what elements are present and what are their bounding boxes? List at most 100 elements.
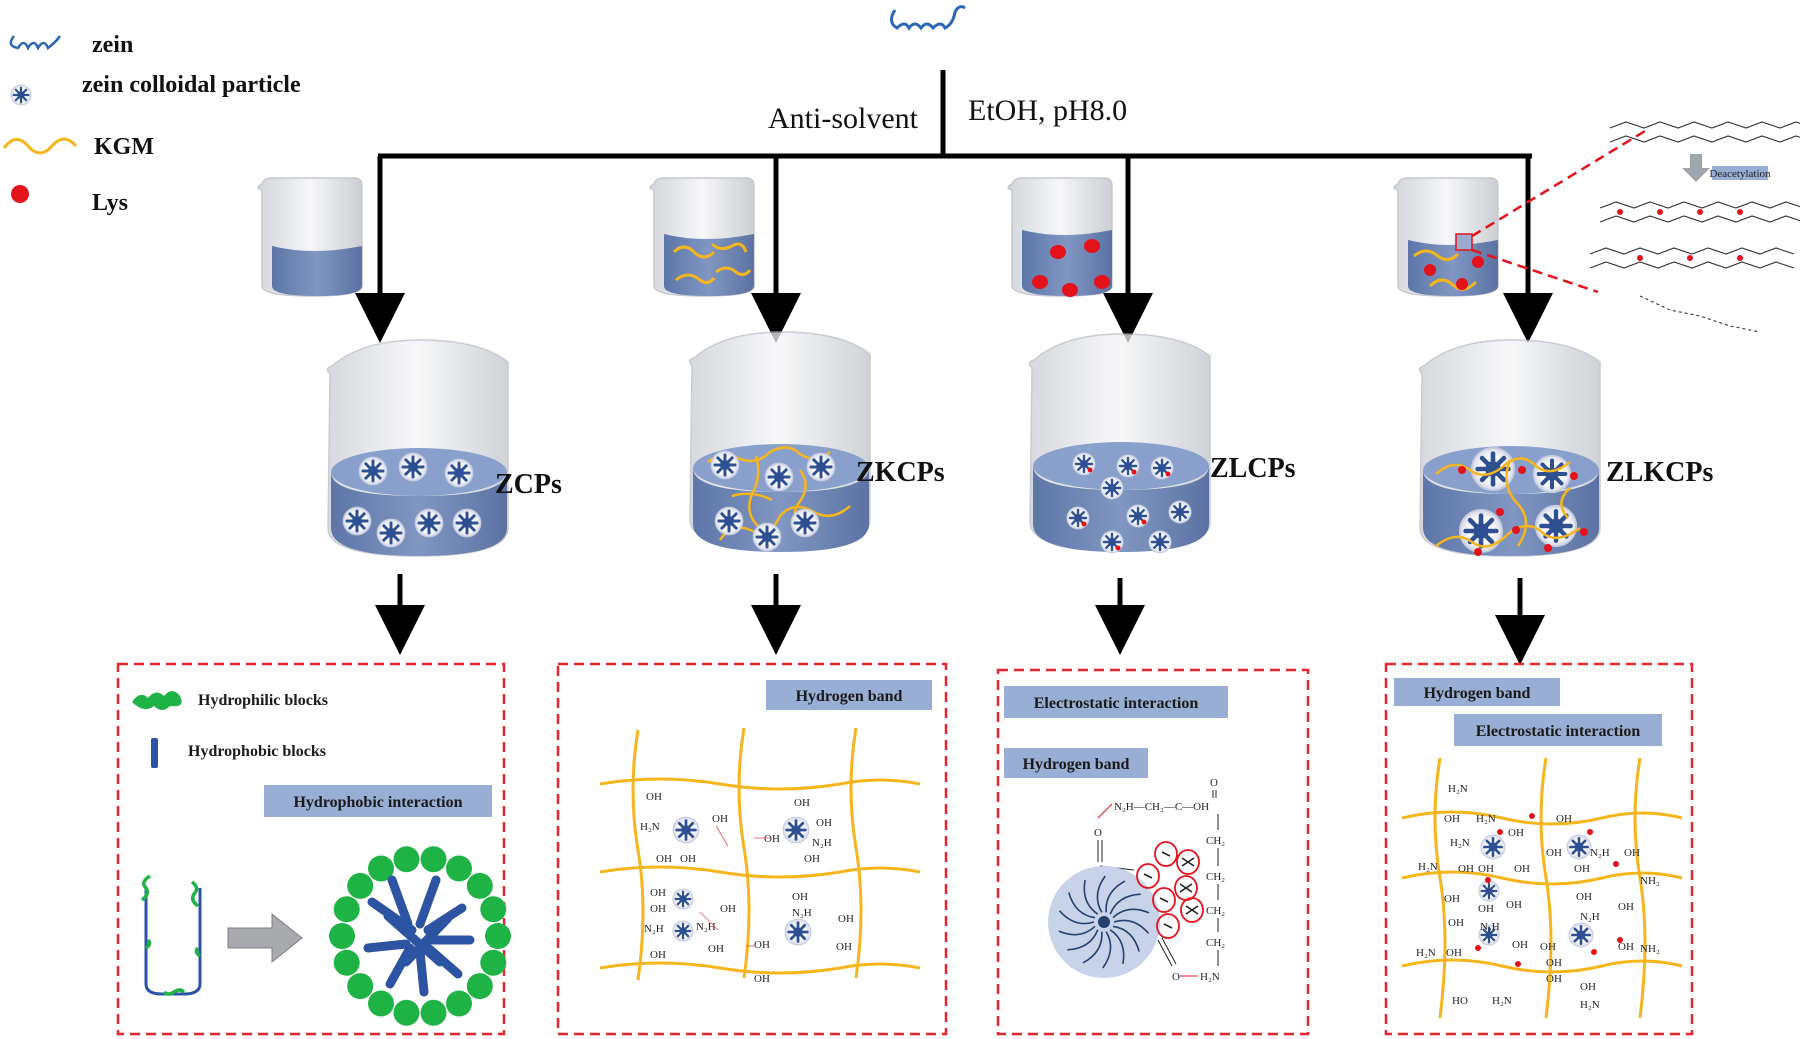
zein-micelle-icon	[1048, 866, 1160, 978]
beaker-zkcps	[688, 331, 871, 552]
zlkcps-label: ZLKCPs	[1606, 457, 1713, 488]
micelle-spoke	[1058, 925, 1096, 936]
svg-text:OH: OH	[1618, 901, 1634, 913]
svg-text:OH: OH	[1574, 863, 1590, 875]
svg-text:N₂H: N₂H	[1580, 911, 1600, 923]
svg-text:OH: OH	[1546, 973, 1562, 985]
svg-text:OH: OH	[650, 887, 666, 899]
svg-text:OH: OH	[680, 853, 696, 865]
svg-text:OH: OH	[1546, 847, 1562, 859]
hydrophilic-bead	[420, 846, 447, 873]
micelle-spoke	[1112, 925, 1140, 952]
hydrophilic-block-icon	[132, 691, 182, 710]
svg-text:HO: HO	[1452, 995, 1468, 1007]
svg-text:OH: OH	[712, 813, 728, 825]
svg-text:OH: OH	[646, 791, 662, 803]
zcps-label: ZCPs	[495, 469, 562, 500]
beaker-zlcps	[1028, 333, 1211, 554]
hydrophilic-bead	[466, 872, 493, 899]
beaker-zcps	[326, 339, 509, 557]
hydrophilic-bead	[347, 973, 374, 1000]
svg-text:O: O	[1094, 827, 1102, 839]
svg-text:CH₂: CH₂	[1206, 937, 1225, 949]
svg-text:OH: OH	[794, 797, 810, 809]
beaker-zlkcps	[1418, 339, 1601, 557]
deacetylation-inset: Deacetylation	[1471, 121, 1800, 333]
small-beaker-lys	[1007, 177, 1113, 297]
micelle-spoke	[1105, 880, 1126, 913]
svg-text:OH: OH	[1580, 981, 1596, 993]
svg-text:H₂N: H₂N	[1580, 999, 1600, 1011]
lys-dot-icon	[11, 185, 29, 203]
lys-formula-top: N₂H—CH₂—C—OH	[1114, 801, 1209, 813]
hydrophilic-bead	[329, 923, 355, 949]
hydrophilic-bead	[485, 923, 511, 949]
down-arrows	[375, 574, 1545, 665]
panel-electrostatic: Electrostatic interaction Hydrogen band …	[996, 668, 1310, 1036]
small-beaker-kgm	[649, 177, 755, 297]
svg-text:OH: OH	[1624, 847, 1640, 859]
svg-text:OH: OH	[656, 853, 672, 865]
svg-text:NH₂: NH₂	[1640, 943, 1660, 955]
svg-text:OH: OH	[804, 853, 820, 865]
hydrophobic-blocks-label: Hydrophobic blocks	[188, 743, 326, 760]
micelle-spoke	[1058, 910, 1095, 925]
svg-text:OH: OH	[754, 939, 770, 951]
svg-text:O: O	[1210, 777, 1218, 789]
etoh-ph-label: EtOH, pH8.0	[968, 94, 1127, 127]
svg-text:OH: OH	[1618, 941, 1634, 953]
electrostatic-interaction-label-p3: Electrostatic interaction	[1034, 695, 1199, 712]
hydrophilic-bead	[368, 990, 394, 1017]
deacetylation-label: Deacetylation	[1709, 168, 1771, 180]
legend-kgm-label: KGM	[94, 134, 154, 160]
panel-hydrogen-band: Hydrogen band OH H₂N OH OH OH OH OH OH N…	[556, 662, 948, 1036]
right-arrow-icon	[227, 912, 303, 964]
legend-particle-label: zein colloidal particle	[82, 72, 301, 98]
svg-text:H₂N: H₂N	[1492, 995, 1512, 1007]
svg-text:N₂H: N₂H	[812, 837, 832, 849]
svg-text:N₂H: N₂H	[792, 907, 812, 919]
svg-text:OH: OH	[1444, 893, 1460, 905]
svg-text:OH: OH	[792, 891, 808, 903]
hydrophilic-bead	[333, 896, 360, 923]
micelle-spoke	[1082, 931, 1103, 964]
svg-text:N₂H: N₂H	[696, 921, 716, 933]
micelle-spoke	[1068, 892, 1096, 919]
kgm-wave-icon	[2, 137, 78, 155]
micelle-icon	[329, 846, 511, 1026]
svg-text:OH: OH	[1478, 903, 1494, 915]
svg-text:OH: OH	[1478, 863, 1494, 875]
svg-text:OH: OH	[1512, 939, 1528, 951]
svg-text:H₂N: H₂N	[1418, 861, 1438, 873]
electrostatic-interaction-label-p4: Electrostatic interaction	[1476, 723, 1641, 740]
svg-text:H₂N: H₂N	[1450, 837, 1470, 849]
zlcps-label: ZLCPs	[1210, 453, 1296, 484]
legend-zein-label: zein	[92, 32, 133, 58]
svg-text:OH: OH	[1444, 813, 1460, 825]
svg-text:OH: OH	[1556, 813, 1572, 825]
micelle-spoke	[1083, 879, 1099, 915]
svg-text:OH: OH	[1446, 947, 1462, 959]
micelle-spoke	[1096, 875, 1106, 913]
micelle-spoke	[1113, 919, 1150, 934]
svg-text:OH: OH	[1458, 863, 1474, 875]
process-tree: Anti-solvent EtOH, pH8.0	[355, 5, 1553, 343]
micelle-spoke	[1109, 929, 1125, 965]
zein-chain-u-icon	[140, 874, 202, 996]
micelle-spoke	[1102, 931, 1112, 969]
svg-text:OH: OH	[708, 943, 724, 955]
svg-text:CH₂: CH₂	[1206, 905, 1225, 917]
svg-text:OH: OH	[836, 941, 852, 953]
svg-text:OH: OH	[650, 949, 666, 961]
small-beaker-plain	[257, 177, 363, 297]
svg-text:N₂H: N₂H	[644, 923, 664, 935]
svg-text:OH: OH	[754, 973, 770, 985]
hydrophilic-bead	[466, 973, 493, 1000]
svg-text:OH: OH	[838, 913, 854, 925]
panel-hydrophobic: Hydrophilic blocks Hydrophobic blocks Hy…	[116, 662, 511, 1036]
svg-text:H₂N: H₂N	[640, 821, 660, 833]
hydrophilic-bead	[333, 949, 360, 976]
svg-text:N₂H: N₂H	[1590, 847, 1610, 859]
svg-text:CH₂: CH₂	[1206, 871, 1225, 883]
